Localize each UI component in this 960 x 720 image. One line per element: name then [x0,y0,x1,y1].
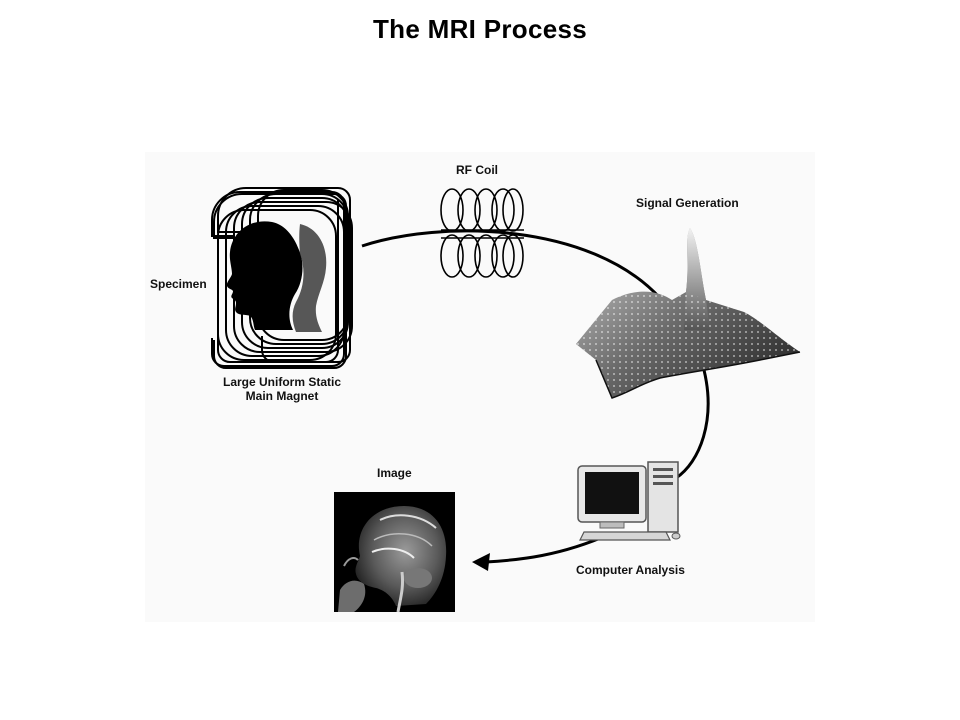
head-silhouette-icon [226,221,327,332]
computer-analysis-label: Computer Analysis [576,563,685,577]
arrowhead-icon [472,553,490,571]
desktop-computer-icon [577,461,681,541]
magnet-label: Large Uniform Static Main Magnet [214,375,350,403]
signal-generation-label: Signal Generation [636,196,739,210]
signal-surface-icon [576,228,801,399]
page-title: The MRI Process [372,14,587,44]
rf-coil-label: RF Coil [456,163,498,177]
process-arc [361,229,662,300]
mri-brain-scan-icon [334,492,455,613]
magnet-label-line1: Large Uniform Static [222,375,342,389]
specimen-label: Specimen [150,277,207,291]
magnet-coils-icon [211,187,351,369]
magnet-coil-front [261,200,339,363]
process-arc-lower [675,369,710,480]
rf-coil-icon [440,188,524,278]
image-label: Image [377,466,412,480]
magnet-label-line2: Main Magnet [245,389,319,403]
process-arc-bottom [485,532,611,564]
